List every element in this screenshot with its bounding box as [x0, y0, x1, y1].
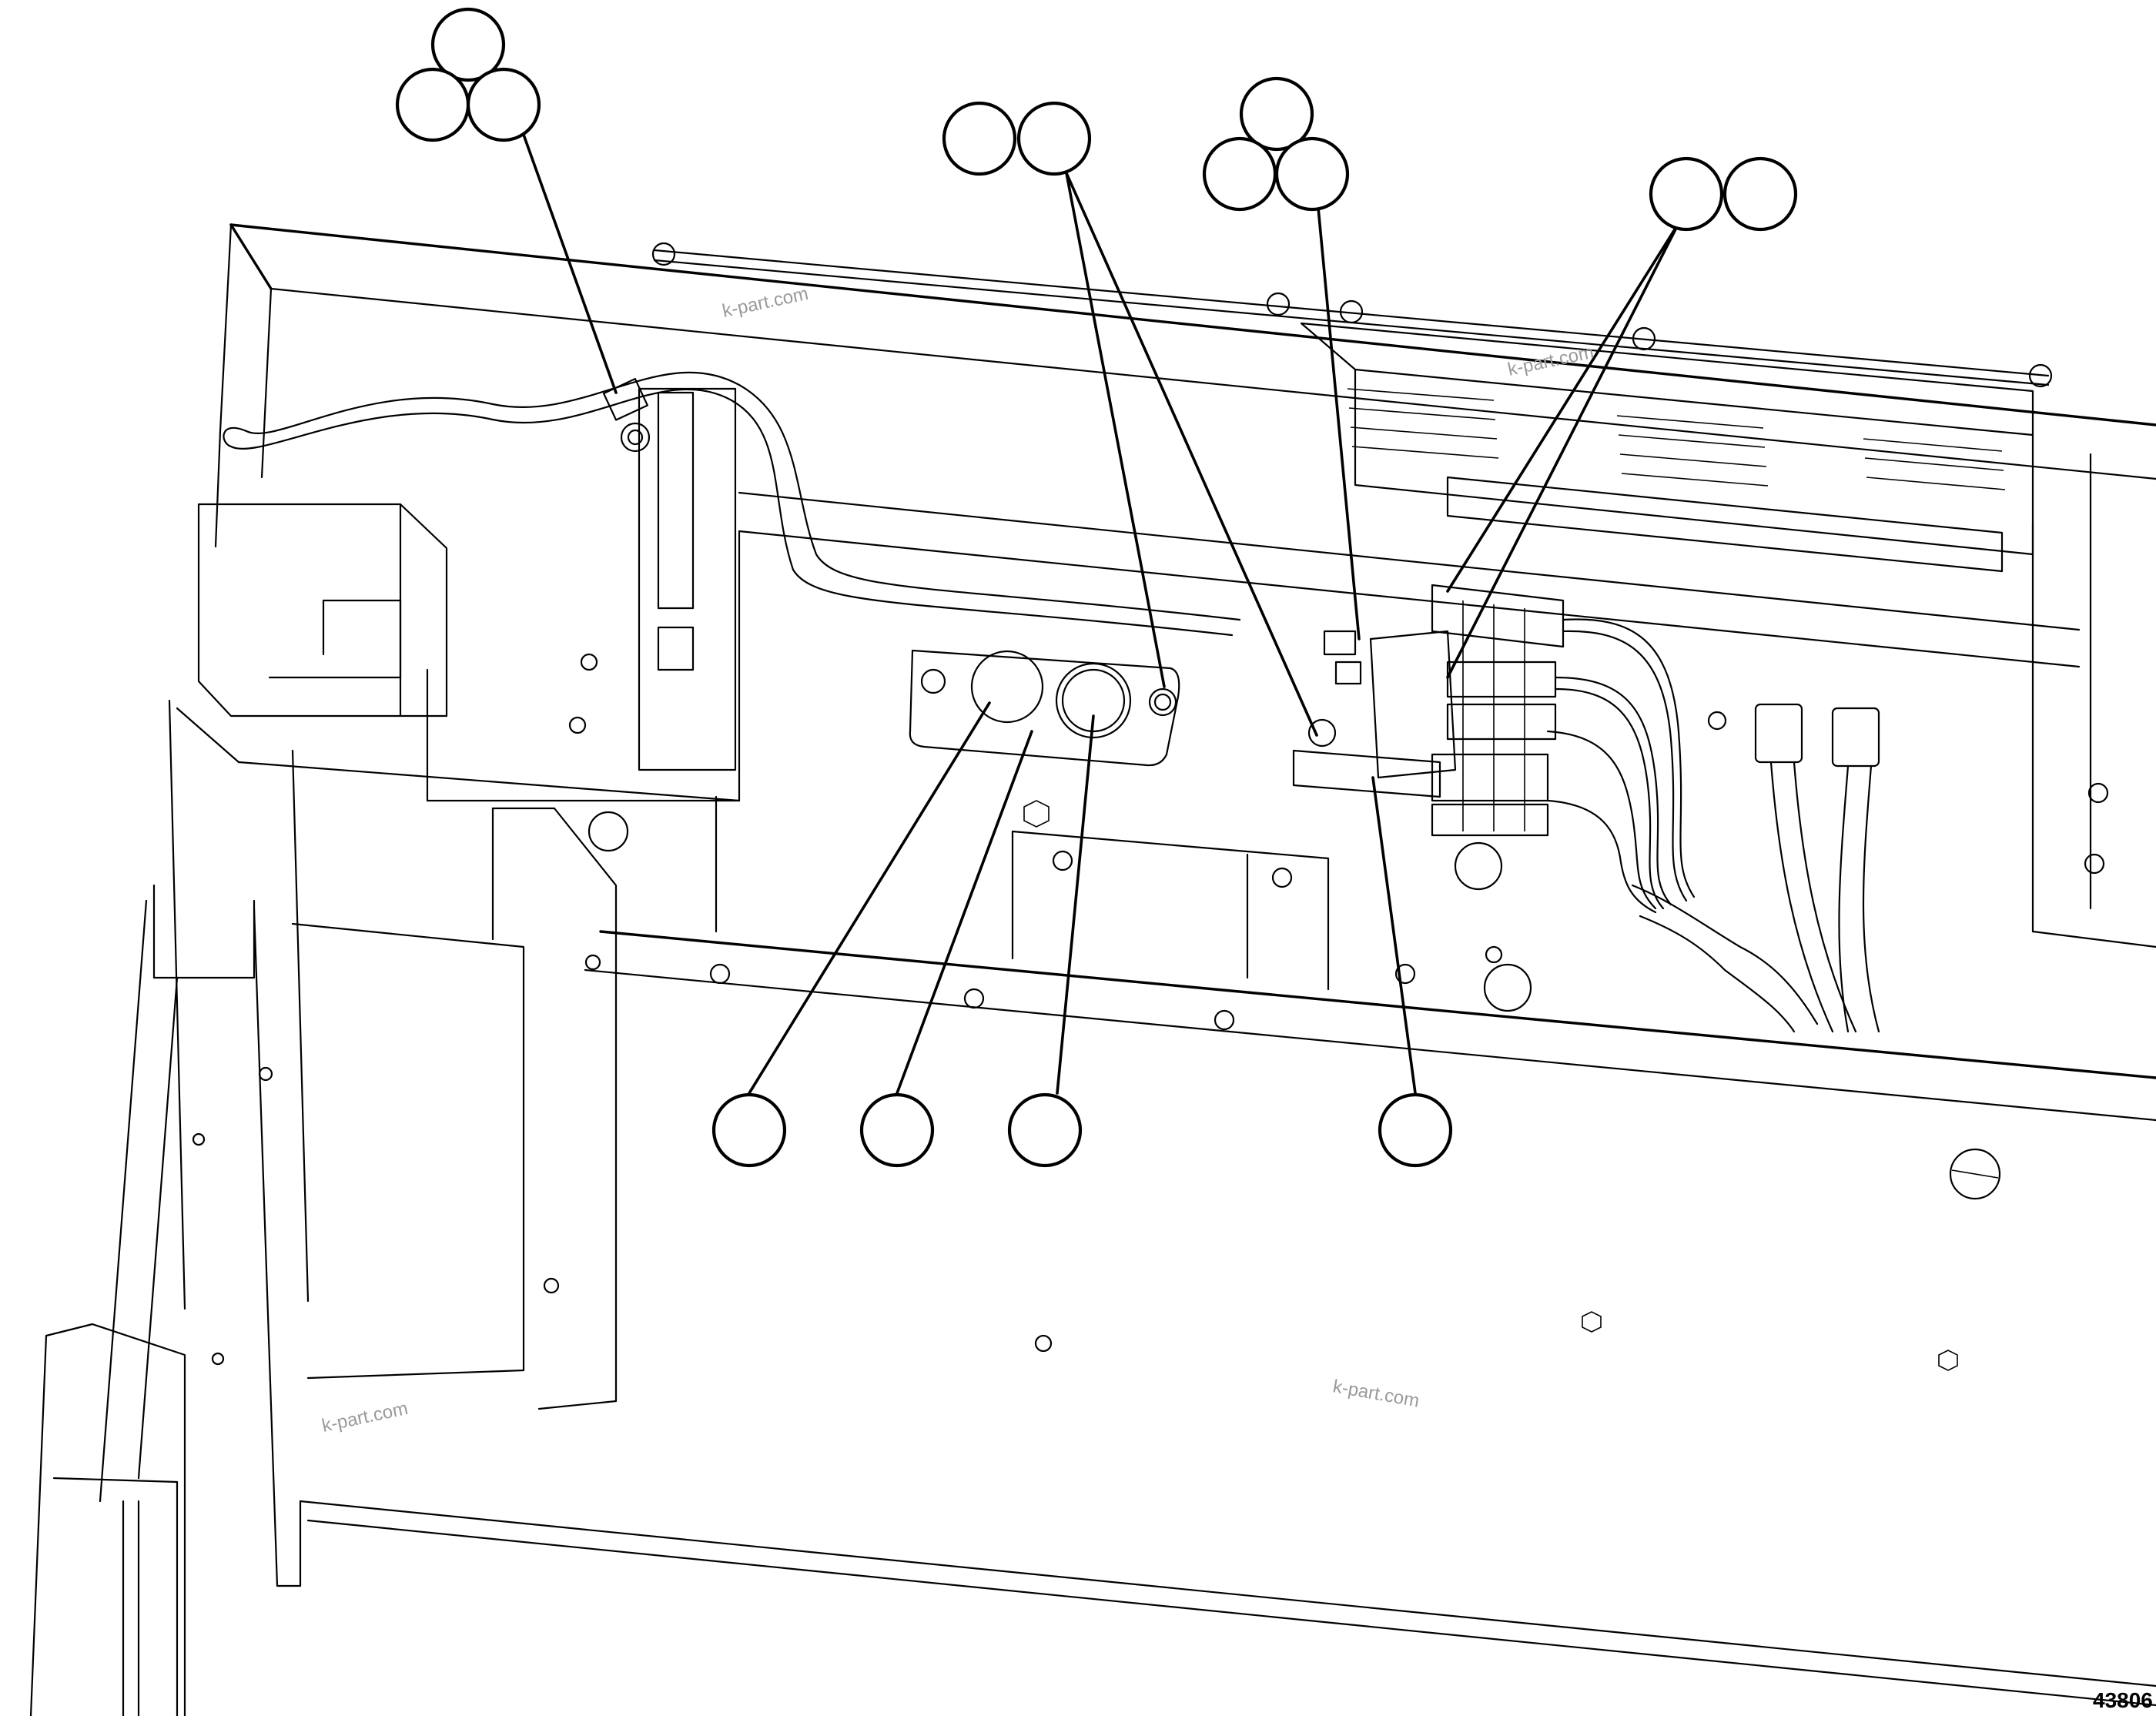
- vented-panel: [1300, 322, 2156, 948]
- callout-balloon: [466, 67, 541, 142]
- watermark-text: k-part.com: [320, 1398, 410, 1437]
- wire-harness-cable: [223, 371, 1241, 637]
- leader-lines: [522, 133, 1680, 1095]
- callout-group-top-pair: [942, 101, 1092, 176]
- left-mounting-bracket: [168, 503, 618, 1410]
- watermark-text: k-part.com: [721, 283, 810, 322]
- callout-balloon: [430, 7, 506, 82]
- lower-bracket: [588, 811, 1532, 1031]
- callout-balloon: [1378, 1092, 1453, 1168]
- watermark-text: k-part.com: [1331, 1376, 1421, 1411]
- grommet-plate: [909, 649, 1180, 828]
- base-plate-details: [1034, 1148, 2001, 1371]
- callout-balloon: [1007, 1092, 1083, 1168]
- connector-wires: [1546, 618, 1819, 1033]
- connector-block: [1292, 584, 1565, 837]
- plug-connectors: [1707, 703, 2109, 1033]
- chassis-frame: [176, 223, 2156, 1707]
- figure-number: 43806: [2093, 1688, 2153, 1712]
- callout-group-top-left: [395, 7, 541, 142]
- left-frame: [29, 884, 302, 1716]
- vent-slots: [1347, 388, 2006, 490]
- callout-balloon: [395, 67, 470, 142]
- callout-group-top-right: [1649, 156, 1798, 232]
- callout-balloon: [1274, 136, 1350, 212]
- callout-balloon: [1722, 156, 1798, 232]
- callout-balloon: [942, 101, 1017, 176]
- callout-balloon: [1202, 136, 1277, 212]
- callout-group-bottom-row: [711, 1092, 1453, 1168]
- top-rail: [651, 242, 2053, 388]
- callout-balloon: [859, 1092, 935, 1168]
- callout-balloon: [711, 1092, 787, 1168]
- callout-balloon: [1649, 156, 1724, 232]
- harness-bracket: [426, 387, 741, 802]
- callout-balloon: [1239, 76, 1314, 152]
- callout-balloon: [1016, 101, 1092, 176]
- callout-group-top-mid: [1202, 76, 1350, 212]
